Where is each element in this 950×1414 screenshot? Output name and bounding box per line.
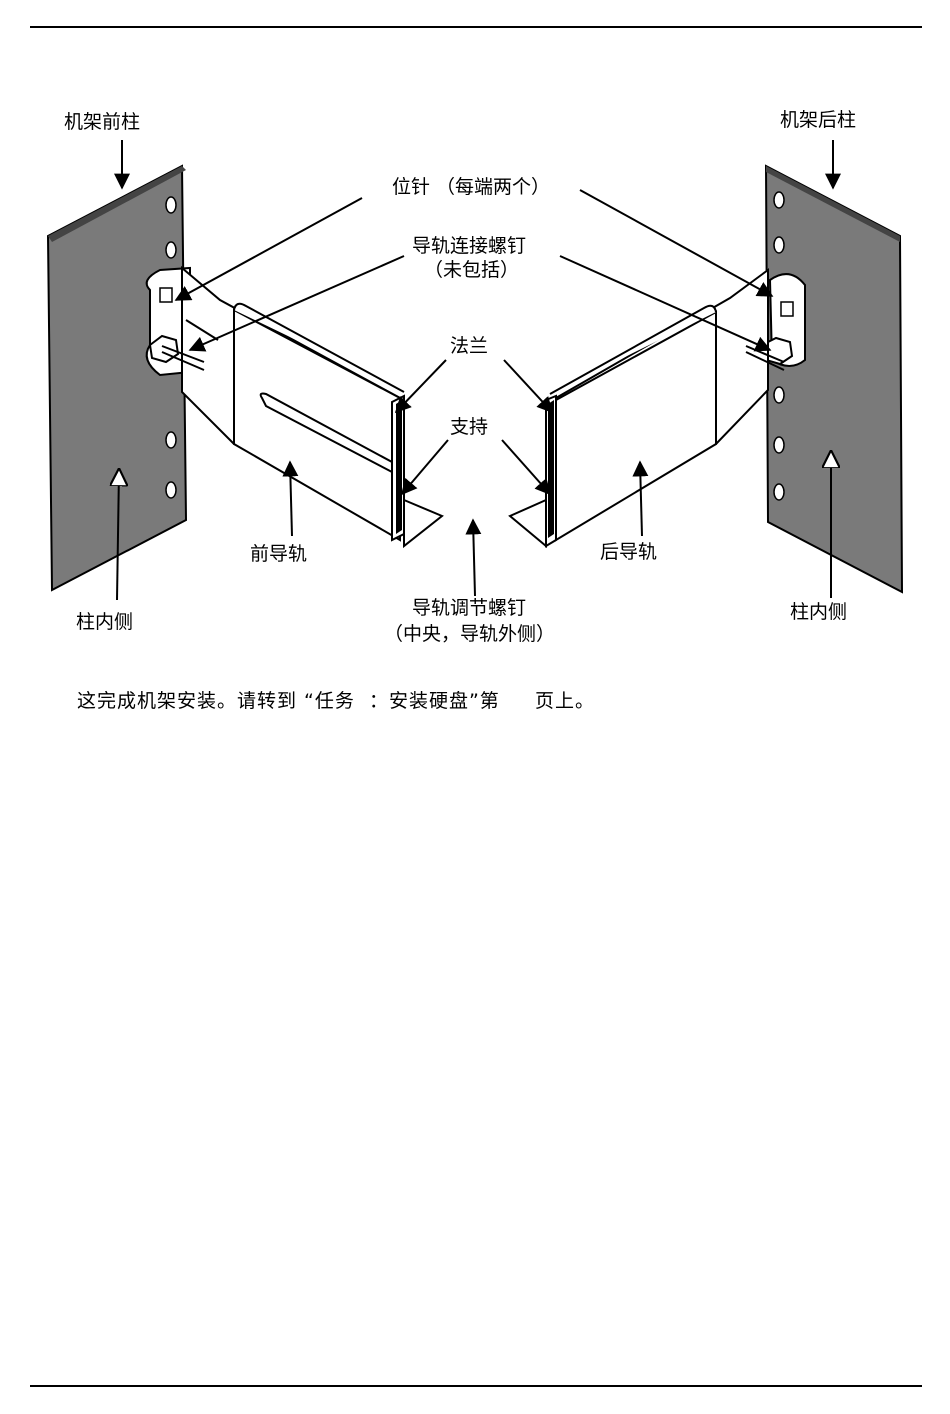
rack-rail-diagram: 机架前柱 机架后柱 位针 （每端两个） 导轨连接螺钉 （未包括） 法兰 支持 前…: [0, 0, 950, 680]
label-pins: 位针 （每端两个）: [392, 176, 550, 198]
label-front-rail: 前导轨: [250, 543, 307, 565]
label-post-inner-right: 柱内侧: [790, 601, 847, 623]
label-rail-screws-note: （未包括）: [424, 259, 519, 281]
label-rail-screws: 导轨连接螺钉: [412, 235, 526, 257]
label-adjust-screw-note: （中央，导轨外侧）: [384, 623, 555, 645]
rear-rail: [510, 270, 784, 546]
body-paragraph: 这完成机架安装。请转到 “任务 ：安装硬盘”第 页上。: [77, 688, 897, 714]
label-rear-rail: 后导轨: [600, 541, 657, 563]
label-flange: 法兰: [450, 335, 488, 357]
label-support: 支持: [450, 416, 488, 438]
label-adjust-screw: 导轨调节螺钉: [412, 597, 526, 619]
label-rear-post: 机架后柱: [780, 109, 856, 131]
rear-rack-post: [764, 166, 902, 592]
footer-rule: [30, 1385, 922, 1387]
label-post-inner-left: 柱内侧: [76, 611, 133, 633]
label-front-post: 机架前柱: [64, 111, 140, 133]
